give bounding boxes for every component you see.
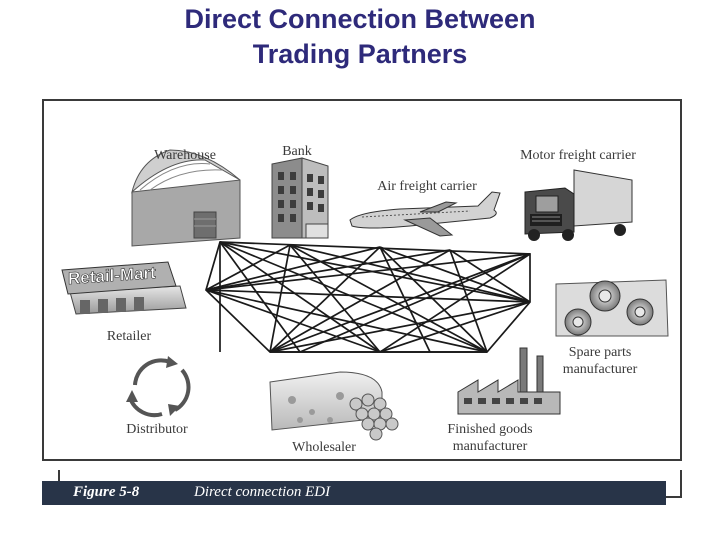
- cheese-grapes-icon: [269, 371, 399, 441]
- spare-parts-label-2: manufacturer: [563, 362, 638, 377]
- bank-icon: [271, 157, 329, 239]
- warehouse-icon: [131, 149, 241, 247]
- figure-caption: Direct connection EDI: [194, 484, 331, 500]
- spare-parts-label-1: Spare parts: [569, 345, 632, 360]
- warehouse-label: Warehouse: [154, 148, 216, 163]
- cycle-arrows-icon: [126, 356, 191, 418]
- retailer-label: Retailer: [107, 329, 152, 344]
- slide-title: Direct Connection Between Trading Partne…: [0, 2, 720, 72]
- title-line-1: Direct Connection Between: [184, 4, 536, 34]
- air-freight-label: Air freight carrier: [377, 179, 477, 194]
- gears-icon: [555, 279, 669, 337]
- connection-mesh: [205, 241, 531, 353]
- figure-caption-bar: Figure 5-8 Direct connection EDI: [42, 481, 666, 505]
- truck-icon: [524, 169, 633, 241]
- wholesaler-label: Wholesaler: [292, 440, 356, 455]
- airplane-icon: [349, 191, 501, 237]
- figure-number: Figure 5-8: [73, 484, 140, 500]
- motor-freight-label: Motor freight carrier: [520, 148, 636, 163]
- finished-goods-label-2: manufacturer: [453, 439, 528, 454]
- finished-goods-label-1: Finished goods: [447, 422, 532, 437]
- retail-store-icon: Retail-Mart: [61, 261, 187, 315]
- distributor-label: Distributor: [126, 422, 188, 437]
- bank-label: Bank: [282, 144, 312, 159]
- factory-icon: [457, 347, 561, 415]
- title-line-2: Trading Partners: [252, 39, 468, 69]
